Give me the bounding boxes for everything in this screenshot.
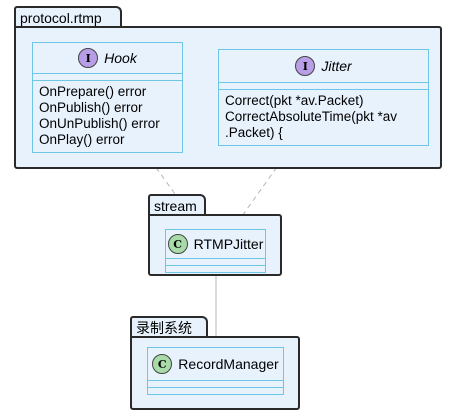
method: OnPlay() error — [39, 132, 125, 147]
interface-badge-icon: I — [295, 56, 316, 76]
method: CorrectAbsoluteTime(pkt *av — [225, 109, 398, 124]
class-name: Hook — [104, 50, 137, 66]
interface-badge-icon: I — [78, 48, 99, 68]
interface-hook[interactable]: I Hook OnPrepare() error OnPublish() err… — [32, 42, 183, 153]
class-rtmp-jitter[interactable]: C RTMPJitter — [165, 229, 266, 273]
method: .Packet) { — [225, 125, 283, 140]
class-name: RTMPJitter — [193, 236, 264, 252]
package-tab-protocol-rtmp: protocol.rtmp — [14, 6, 122, 28]
package-tab-record-system: 录制系统 — [130, 316, 208, 338]
class-badge-icon: C — [152, 354, 173, 374]
method: OnPrepare() error — [39, 84, 147, 99]
package-label-record-system: 录制系统 — [136, 320, 192, 336]
interface-jitter[interactable]: I Jitter Correct(pkt *av.Packet) Correct… — [218, 49, 429, 146]
method: OnPublish() error — [39, 100, 143, 115]
method: OnUnPublish() error — [39, 116, 160, 131]
class-badge-icon: C — [167, 234, 188, 254]
class-record-manager[interactable]: C RecordManager — [147, 347, 284, 395]
class-name: Jitter — [321, 58, 352, 74]
method: Correct(pkt *av.Packet) — [225, 93, 364, 108]
package-label-protocol-rtmp: protocol.rtmp — [20, 10, 102, 26]
package-tab-stream: stream — [148, 194, 206, 216]
package-label-stream: stream — [154, 198, 197, 214]
class-name: RecordManager — [178, 356, 279, 372]
